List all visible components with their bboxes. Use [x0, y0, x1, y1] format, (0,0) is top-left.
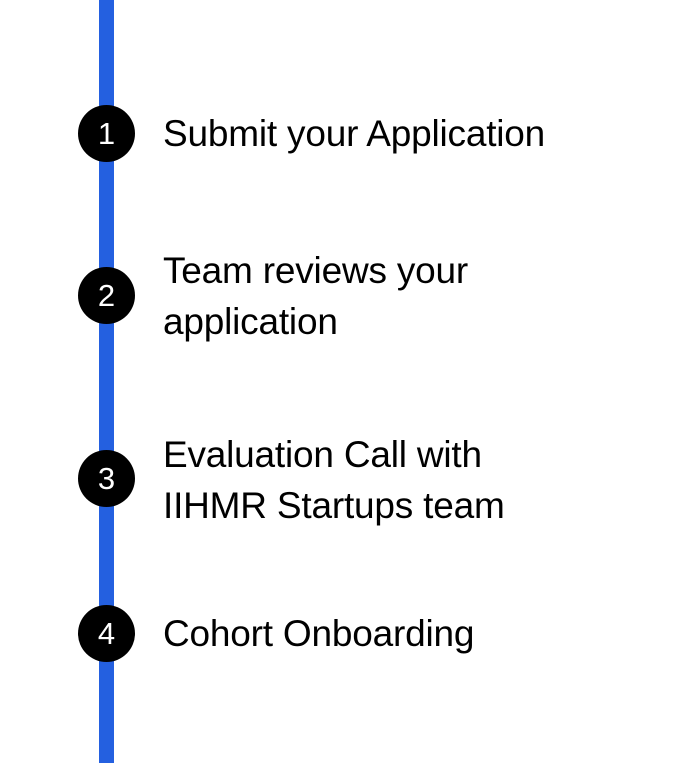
- step-label-4: Cohort Onboarding: [163, 613, 475, 654]
- step-label-1: Submit your Application: [163, 113, 546, 154]
- step-label-3: Evaluation Call with IIHMR Startups team: [163, 434, 505, 526]
- step-marker-3: 3: [78, 450, 135, 507]
- step-number-3: 3: [97, 461, 116, 496]
- step-number-4: 4: [97, 616, 116, 651]
- step-marker-4: 4: [78, 605, 135, 662]
- step-marker-1: 1: [78, 105, 135, 162]
- timeline-rail: [99, 0, 114, 763]
- step-number-2: 2: [97, 278, 116, 313]
- step-label-2: Team reviews your application: [163, 250, 469, 342]
- step-marker-2: 2: [78, 267, 135, 324]
- step-number-1: 1: [97, 116, 116, 151]
